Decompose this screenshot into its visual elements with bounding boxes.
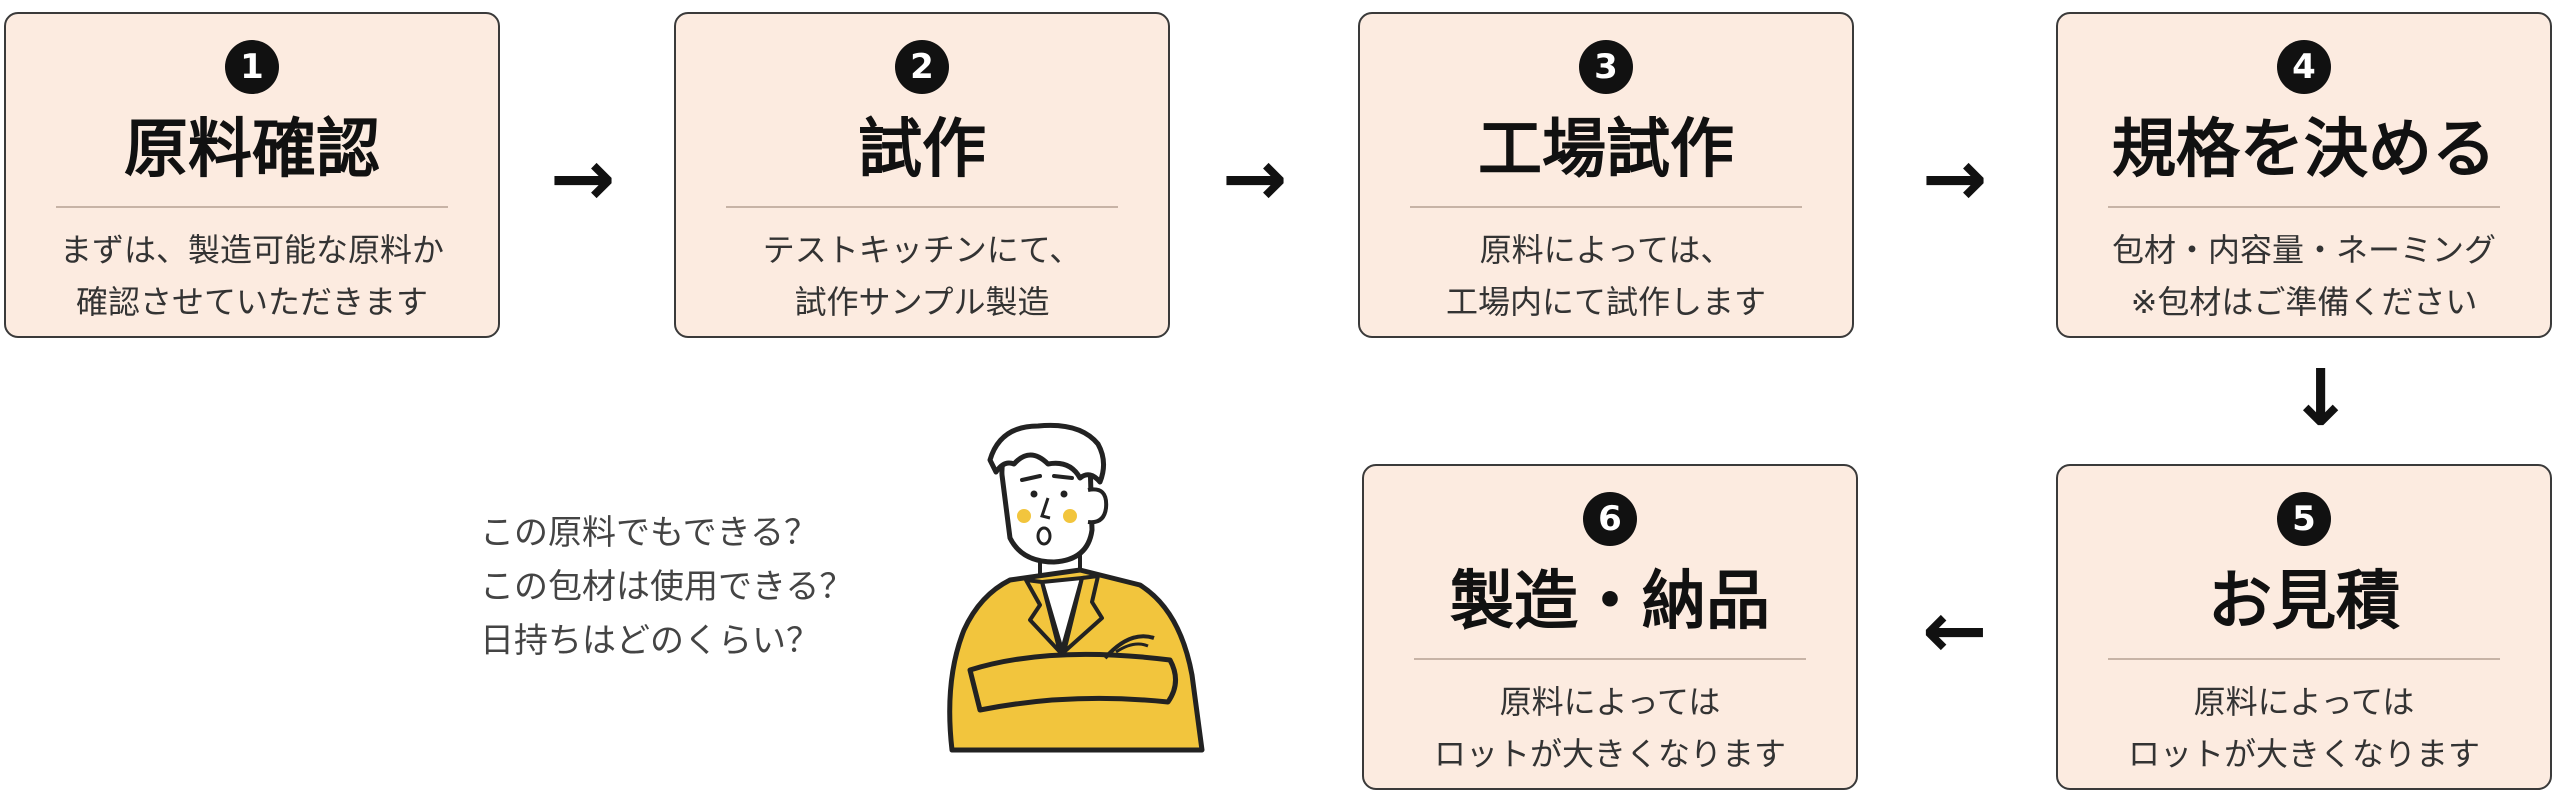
step-description: 原料によっては、 工場内にて試作します [1360,224,1852,328]
step-title: 試作 [858,113,986,187]
step-title: 規格を決める [2112,113,2496,187]
step-description: 包材・内容量・ネーミング ※包材はご準備ください [2058,224,2550,328]
description-line: ロットが大きくなります [1433,735,1786,773]
arrow-right-icon: → [1922,134,1988,224]
step-2-card: 2 試作 テストキッチンにて、 試作サンプル製造 [674,12,1170,338]
step-number-badge: 3 [1579,40,1633,94]
step-description: 原料によっては ロットが大きくなります [2058,676,2550,780]
step-description: まずは、製造可能な原料か 確認させていただきます [6,224,498,328]
arrow-right-icon: → [1222,134,1288,224]
description-line: ※包材はご準備ください [2130,283,2478,321]
description-line: テストキッチンにて、 [762,231,1082,269]
step-title: 原料確認 [124,113,380,187]
step-number-badge: 1 [225,40,279,94]
divider [2108,206,2500,208]
step-number-badge: 6 [1583,492,1637,546]
thinking-man-illustration [947,422,1205,753]
description-line: 原料によっては、 [1479,231,1733,269]
description-line: 工場内にて試作します [1445,283,1766,321]
step-4-card: 4 規格を決める 包材・内容量・ネーミング ※包材はご準備ください [2056,12,2552,338]
description-line: 試作サンプル製造 [794,283,1050,321]
step-number-badge: 4 [2277,40,2331,94]
step-3-card: 3 工場試作 原料によっては、 工場内にて試作します [1358,12,1854,338]
step-title: お見積 [2208,565,2400,639]
arrow-right-icon: → [550,134,616,224]
step-title: 工場試作 [1478,113,1734,187]
step-number-badge: 2 [895,40,949,94]
description-line: 確認させていただきます [75,283,428,321]
question-line: 日持ちはどのくらい？ [480,621,820,661]
divider [56,206,448,208]
question-line: この包材は使用できる？ [480,567,854,607]
step-6-card: 6 製造・納品 原料によっては ロットが大きくなります [1362,464,1858,790]
step-description: テストキッチンにて、 試作サンプル製造 [676,224,1168,328]
step-5-card: 5 お見積 原料によっては ロットが大きくなります [2056,464,2552,790]
description-line: ロットが大きくなります [2127,735,2480,773]
divider [2108,658,2500,660]
divider [1414,658,1806,660]
divider [726,206,1118,208]
step-1-card: 1 原料確認 まずは、製造可能な原料か 確認させていただきます [4,12,500,338]
step-title: 製造・納品 [1450,565,1770,639]
step-description: 原料によっては ロットが大きくなります [1364,676,1856,780]
arrow-left-icon: ← [1922,586,1988,676]
arrow-down-icon: ↓ [2288,354,2354,444]
description-line: まずは、製造可能な原料か [59,231,444,269]
question-line: この原料でもできる？ [480,513,818,553]
description-line: 包材・内容量・ネーミング [2111,231,2496,269]
step-number-badge: 5 [2277,492,2331,546]
description-line: 原料によっては [2193,683,2415,721]
divider [1410,206,1802,208]
description-line: 原料によっては [1499,683,1721,721]
customer-questions: この原料でもできる？ この包材は使用できる？ 日持ちはどのくらい？ [480,506,853,668]
